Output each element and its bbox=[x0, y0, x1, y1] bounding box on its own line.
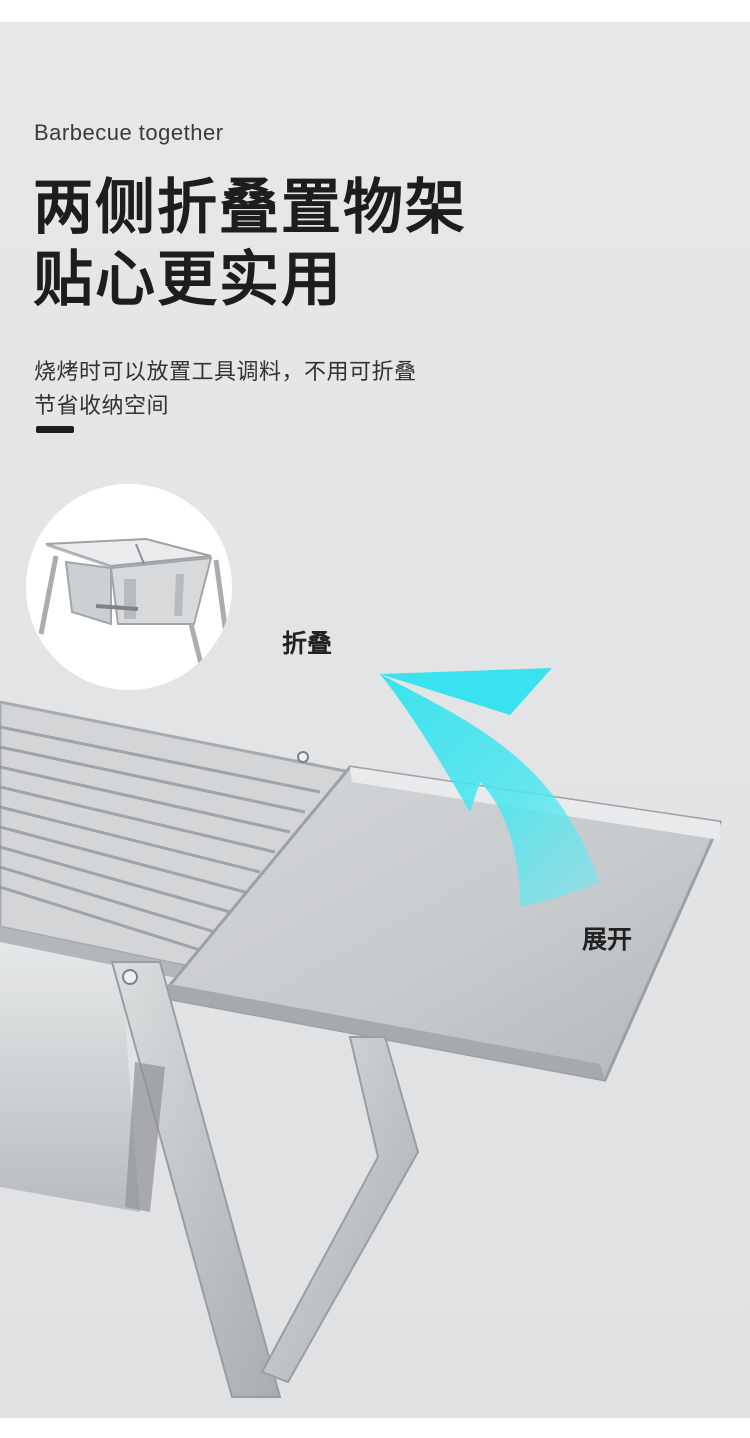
desc-line-1: 烧烤时可以放置工具调料，不用可折叠 bbox=[34, 360, 417, 385]
leg-rivet bbox=[122, 969, 138, 985]
fold-label: 折叠 bbox=[282, 629, 333, 658]
feature-panel: Barbecue together 两侧折叠置物架 贴心更实用 烧烤时可以放置工… bbox=[0, 22, 750, 1418]
feature-description: 烧烤时可以放置工具调料，不用可折叠 节省收纳空间 bbox=[34, 356, 417, 424]
grill-shelf-photo bbox=[0, 668, 723, 1398]
grill-grate-bars bbox=[0, 725, 321, 952]
grill-body bbox=[0, 922, 140, 1212]
page-title: 两侧折叠置物架 贴心更实用 bbox=[33, 172, 467, 316]
eyebrow-text: Barbecue together bbox=[34, 120, 224, 145]
curved-arrow-head bbox=[380, 668, 552, 715]
folded-grill-photo bbox=[38, 537, 229, 685]
title-line-1: 两侧折叠置物架 bbox=[33, 173, 467, 243]
desc-line-2: 节省收纳空间 bbox=[34, 394, 170, 419]
grill-leg-back bbox=[260, 1036, 420, 1384]
unfold-label: 展开 bbox=[582, 925, 633, 954]
title-line-2: 贴心更实用 bbox=[33, 245, 343, 315]
folded-grill-inset bbox=[26, 484, 232, 690]
divider-dash bbox=[36, 426, 74, 433]
side-shelf-front-edge bbox=[160, 984, 605, 1080]
shelf-rivet bbox=[297, 751, 309, 763]
grill-leg-inner bbox=[125, 1062, 165, 1212]
curved-arrow-icon bbox=[380, 674, 600, 907]
